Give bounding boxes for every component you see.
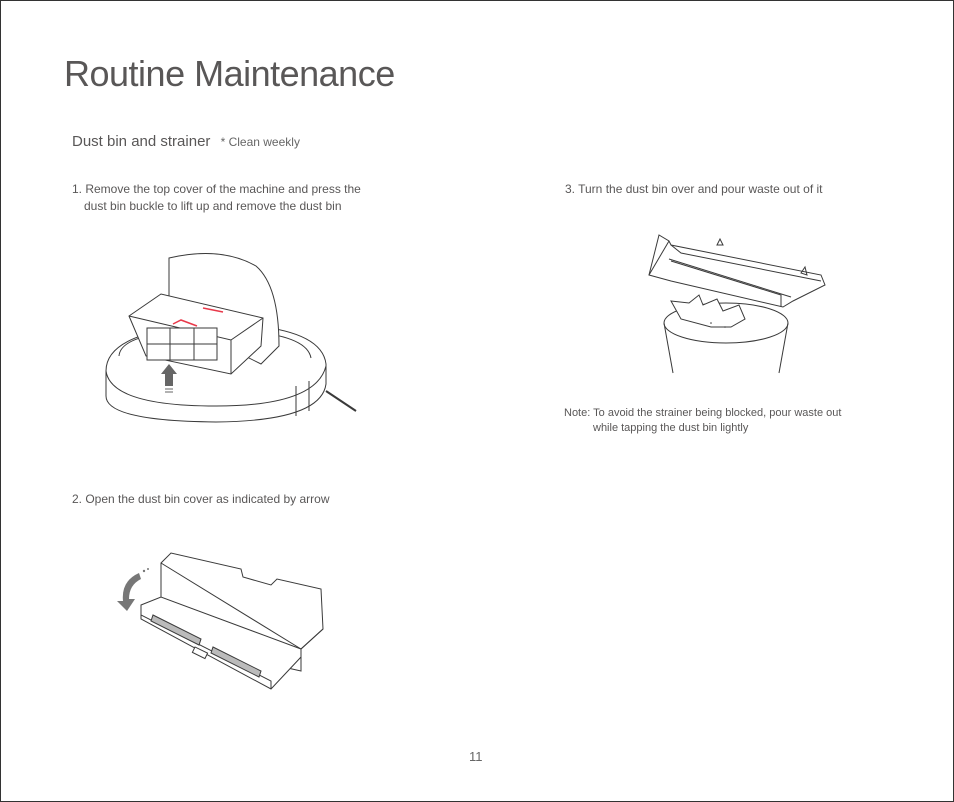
page-number: 11 (469, 749, 483, 764)
open-dust-bin-cover-illustration (117, 552, 324, 690)
note-text: Note: To avoid the strainer being blocke… (564, 406, 841, 436)
section-title-text: Dust bin and strainer (72, 133, 211, 150)
step-1-line-1: 1. Remove the top cover of the machine a… (72, 182, 361, 196)
step-1-line-2: dust bin buckle to lift up and remove th… (84, 199, 342, 213)
step-3-line-1: 3. Turn the dust bin over and pour waste… (565, 182, 823, 196)
robot-dust-bin-removal-illustration (105, 253, 357, 423)
note-line-2: while tapping the dust bin lightly (593, 422, 749, 434)
buckle-highlight (172, 319, 198, 327)
section-title: Dust bin and strainer * Clean weekly (72, 133, 300, 150)
step-3-text: 3. Turn the dust bin over and pour waste… (565, 181, 823, 198)
step-1-text: 1. Remove the top cover of the machine a… (72, 181, 361, 215)
page-title: Routine Maintenance (64, 53, 395, 94)
step-2-text: 2. Open the dust bin cover as indicated … (72, 491, 329, 508)
pour-waste-illustration (648, 234, 826, 374)
note-line-1: Note: To avoid the strainer being blocke… (564, 407, 842, 419)
clean-frequency-note: * Clean weekly (220, 135, 300, 149)
step-2-line-1: 2. Open the dust bin cover as indicated … (72, 492, 330, 506)
